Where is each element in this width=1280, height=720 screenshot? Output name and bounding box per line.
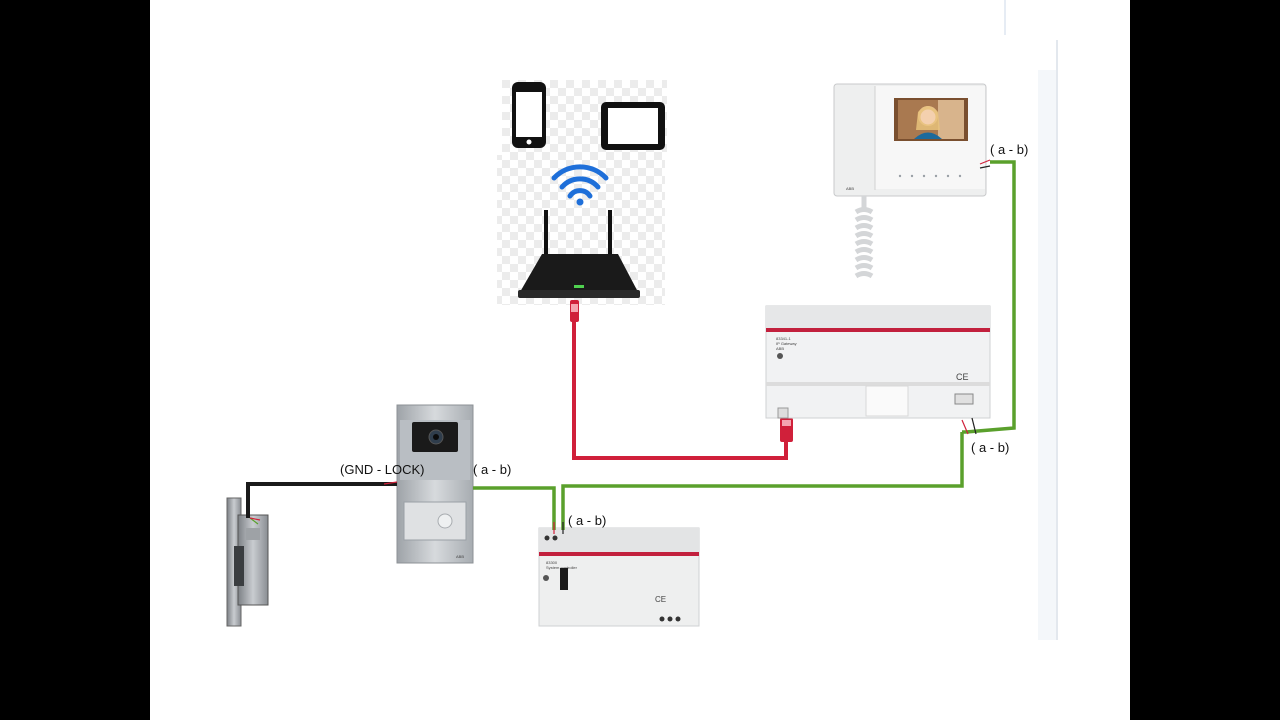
smartphone-icon (512, 82, 546, 148)
page-edge-strip (1038, 70, 1058, 640)
handset-cord (854, 196, 874, 279)
label-controller-ab: ( a - b) (568, 513, 606, 528)
door-panel: ABB (396, 404, 474, 564)
controller-name: System controller (546, 565, 578, 570)
network-devices (497, 80, 667, 305)
indoor-monitor: ABB ( a - b) (833, 83, 1028, 279)
controller-model: 83300 (546, 560, 558, 565)
call-button (437, 513, 453, 529)
tablet-icon (601, 102, 665, 150)
system-controller: 83300 System controller CE (538, 527, 700, 627)
gateway-brand: ABB (776, 346, 784, 351)
wifi-icon (551, 164, 609, 206)
ip-gateway: 83341-1 IP Gateway ABB CE (765, 305, 991, 419)
label-doorpanel-ab: ( a - b) (473, 462, 511, 477)
controller-status-led (543, 575, 549, 581)
monitor-brand: ABB (846, 186, 854, 191)
label-monitor-ab: ( a - b) (990, 142, 1028, 157)
ethernet-cable (570, 300, 793, 460)
controller-ce-mark: CE (655, 595, 666, 604)
monitor-screen (894, 98, 968, 141)
router-icon (518, 210, 640, 298)
gateway-status-led (777, 353, 783, 359)
label-lock-wire: (GND - LOCK) (340, 462, 425, 477)
doorpanel-brand: ABB (456, 554, 464, 559)
gateway-ce-mark: CE (956, 372, 969, 382)
wiring-diagram: ABB ( a - b) 83341-1 IP Gateway ABB CE A… (150, 0, 1130, 720)
gateway-model: 83341-1 (776, 336, 791, 341)
door-lock (226, 497, 269, 627)
gateway-name: IP Gateway (776, 341, 797, 346)
bus-wire-tips (553, 159, 991, 534)
monitor-buttons (898, 174, 962, 178)
bus-wiring (473, 160, 1016, 530)
label-gateway-ab: ( a - b) (971, 440, 1009, 455)
lock-cable (246, 481, 398, 525)
